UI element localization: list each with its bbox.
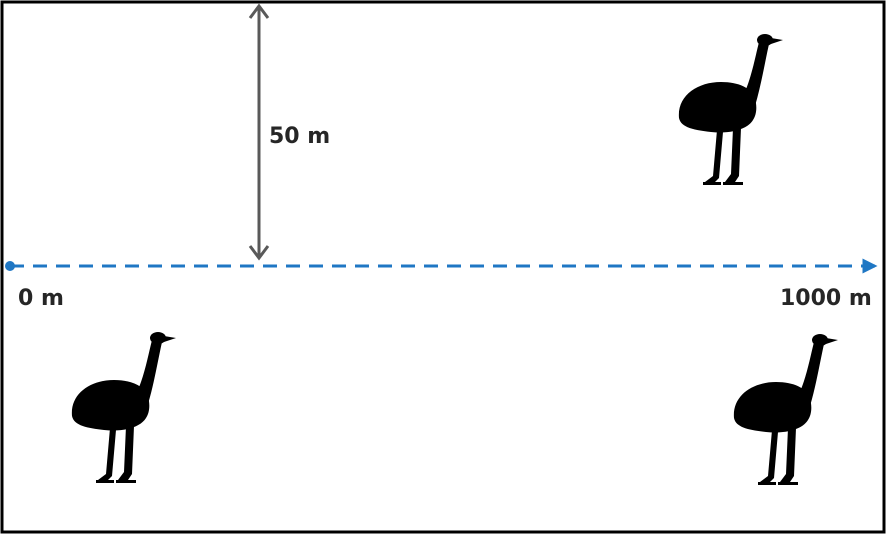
emu-icon — [678, 34, 783, 185]
half-width-arrow — [248, 3, 270, 261]
half-width-label: 50 m — [269, 124, 331, 149]
emu-icon — [71, 332, 176, 483]
transect-start-label: 0 m — [18, 286, 64, 311]
transect-end-label: 1000 m — [780, 286, 872, 311]
emu-icon — [733, 334, 838, 485]
